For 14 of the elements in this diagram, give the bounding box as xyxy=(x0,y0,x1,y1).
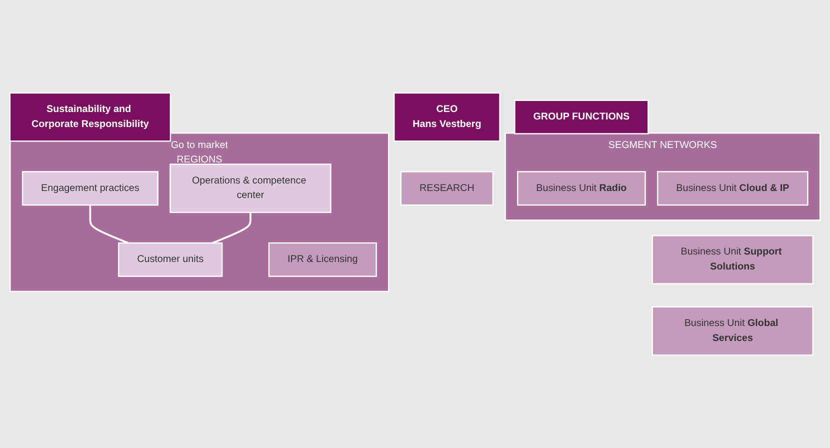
node-box: Operations & competence center xyxy=(170,164,332,214)
node-box: IPR & Licensing xyxy=(268,242,377,277)
node-box: Business Unit Global Services xyxy=(652,306,814,356)
connector xyxy=(212,212,252,244)
node-box: CEO Hans Vestberg xyxy=(394,92,500,142)
node-box: Customer units xyxy=(118,242,223,277)
node-box: GROUP FUNCTIONS xyxy=(514,100,649,134)
node-box: Business Unit Cloud & IP xyxy=(656,171,808,206)
node-box: Sustainability and Corporate Responsibility xyxy=(9,92,172,142)
node-box: Business Unit Radio xyxy=(517,171,646,206)
connector xyxy=(89,205,129,244)
node-box: Engagement practices xyxy=(22,171,158,206)
node-box: Business Unit Support Solutions xyxy=(652,234,814,284)
node-box: RESEARCH xyxy=(400,171,494,206)
